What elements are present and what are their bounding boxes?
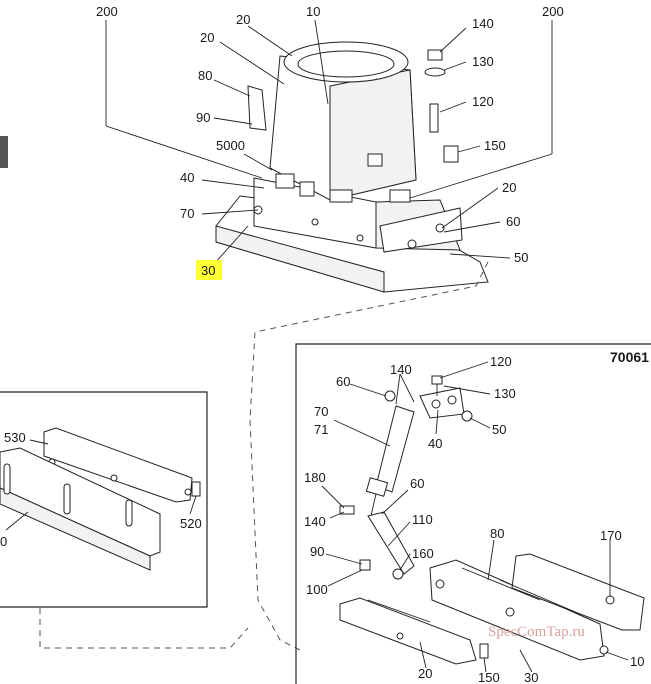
detail-callout-120: 120 <box>490 354 512 369</box>
dashed-link-left <box>39 608 249 649</box>
detail-callout-160: 160 <box>412 546 434 561</box>
callout-90: 90 <box>196 110 210 125</box>
dashed-link-right <box>249 261 489 651</box>
callout-60: 60 <box>506 214 520 229</box>
detail-callout-170: 170 <box>600 528 622 543</box>
callout-140: 140 <box>472 16 494 31</box>
highlight-marker <box>196 260 222 280</box>
detail-callout-140-top: 140 <box>390 362 412 377</box>
detail-callout-150: 150 <box>478 670 500 684</box>
left-callout-530: 530 <box>4 430 26 445</box>
detail-callout-110: 110 <box>412 512 433 527</box>
detail-callout-100: 100 <box>306 582 328 597</box>
detail-callout-71: 71 <box>314 422 328 437</box>
main-assembly: 200 20 10 140 200 20 130 80 120 90 5000 … <box>96 4 564 293</box>
detail-callout-10: 10 <box>630 654 644 669</box>
detail-callout-180: 180 <box>304 470 326 485</box>
detail-callout-40: 40 <box>428 436 442 451</box>
callout-150: 150 <box>484 138 506 153</box>
detail-callout-80: 80 <box>490 526 504 541</box>
callout-80: 80 <box>198 68 212 83</box>
left-callout-520: 520 <box>180 516 202 531</box>
callout-20-top: 20 <box>236 12 250 27</box>
left-callout-partial: 0 <box>0 534 7 549</box>
callout-20-left: 20 <box>200 30 214 45</box>
detail-title: 70061 <box>610 349 649 365</box>
detail-callout-30: 30 <box>524 670 538 684</box>
callout-20-right: 20 <box>502 180 516 195</box>
callout-130: 130 <box>472 54 494 69</box>
detail-callout-140-mid: 140 <box>304 514 326 529</box>
callout-40: 40 <box>180 170 194 185</box>
detail-left-panel: 530 520 0 <box>0 391 208 608</box>
detail-callout-130: 130 <box>494 386 516 401</box>
callout-10: 10 <box>306 4 320 19</box>
edge-tab <box>0 136 8 168</box>
detail-callout-60-top: 60 <box>336 374 350 389</box>
detail-right-panel: 70061 <box>295 343 651 684</box>
callout-200-left: 200 <box>96 4 118 19</box>
callout-200-right: 200 <box>542 4 564 19</box>
watermark: SpecComTap.ru <box>488 624 585 640</box>
detail-callout-70: 70 <box>314 404 328 419</box>
callout-50: 50 <box>514 250 528 265</box>
detail-callout-90: 90 <box>310 544 324 559</box>
callout-70: 70 <box>180 206 194 221</box>
detail-callout-50: 50 <box>492 422 506 437</box>
callout-5000: 5000 <box>216 138 245 153</box>
detail-callout-20: 20 <box>418 666 432 681</box>
callout-30-highlighted: 30 <box>201 263 215 278</box>
detail-callout-60-mid: 60 <box>410 476 424 491</box>
callout-120: 120 <box>472 94 494 109</box>
